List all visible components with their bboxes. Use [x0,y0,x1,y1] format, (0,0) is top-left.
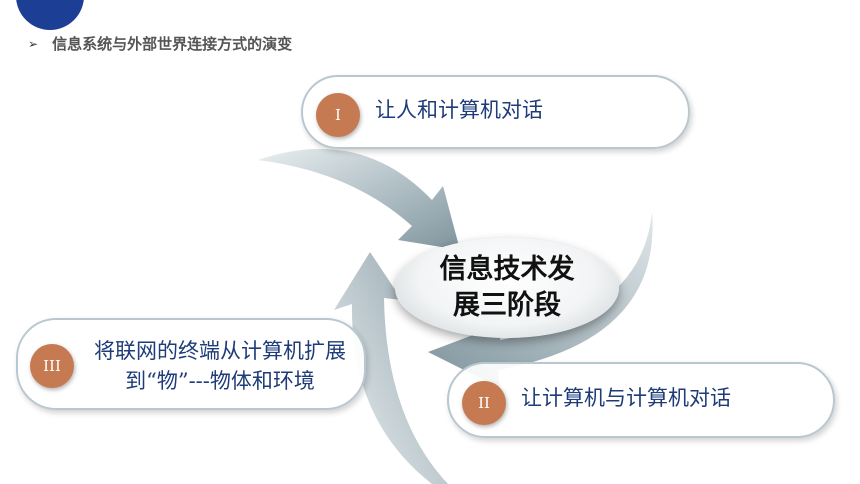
stage-3-label: 将联网的终端从计算机扩展到“物”---物体和环境 [94,339,346,393]
stage-3-badge: III [30,344,74,388]
arrow-to-stage2 [428,212,653,388]
stage-2-label: 让计算机与计算机对话 [521,386,731,410]
bullet-arrow-icon: ➢ [28,36,39,51]
center-hub: 信息技术发展三阶段 [395,238,619,338]
center-label: 信息技术发展三阶段 [439,254,575,321]
stage-1-badge: I [316,93,360,137]
stage-2-box: II 让计算机与计算机对话 [447,362,835,438]
arrow-to-center-top [258,148,460,250]
arrow-from-bottom [334,252,448,484]
stage-3-box: III 将联网的终端从计算机扩展到“物”---物体和环境 [16,318,366,410]
stage-2-badge: II [462,381,506,425]
page-heading: ➢ 信息系统与外部世界连接方式的演变 [28,33,292,54]
stage-1-box: I 让人和计算机对话 [301,75,690,149]
stage-1-label: 让人和计算机对话 [375,98,543,122]
heading-text: 信息系统与外部世界连接方式的演变 [52,35,293,53]
